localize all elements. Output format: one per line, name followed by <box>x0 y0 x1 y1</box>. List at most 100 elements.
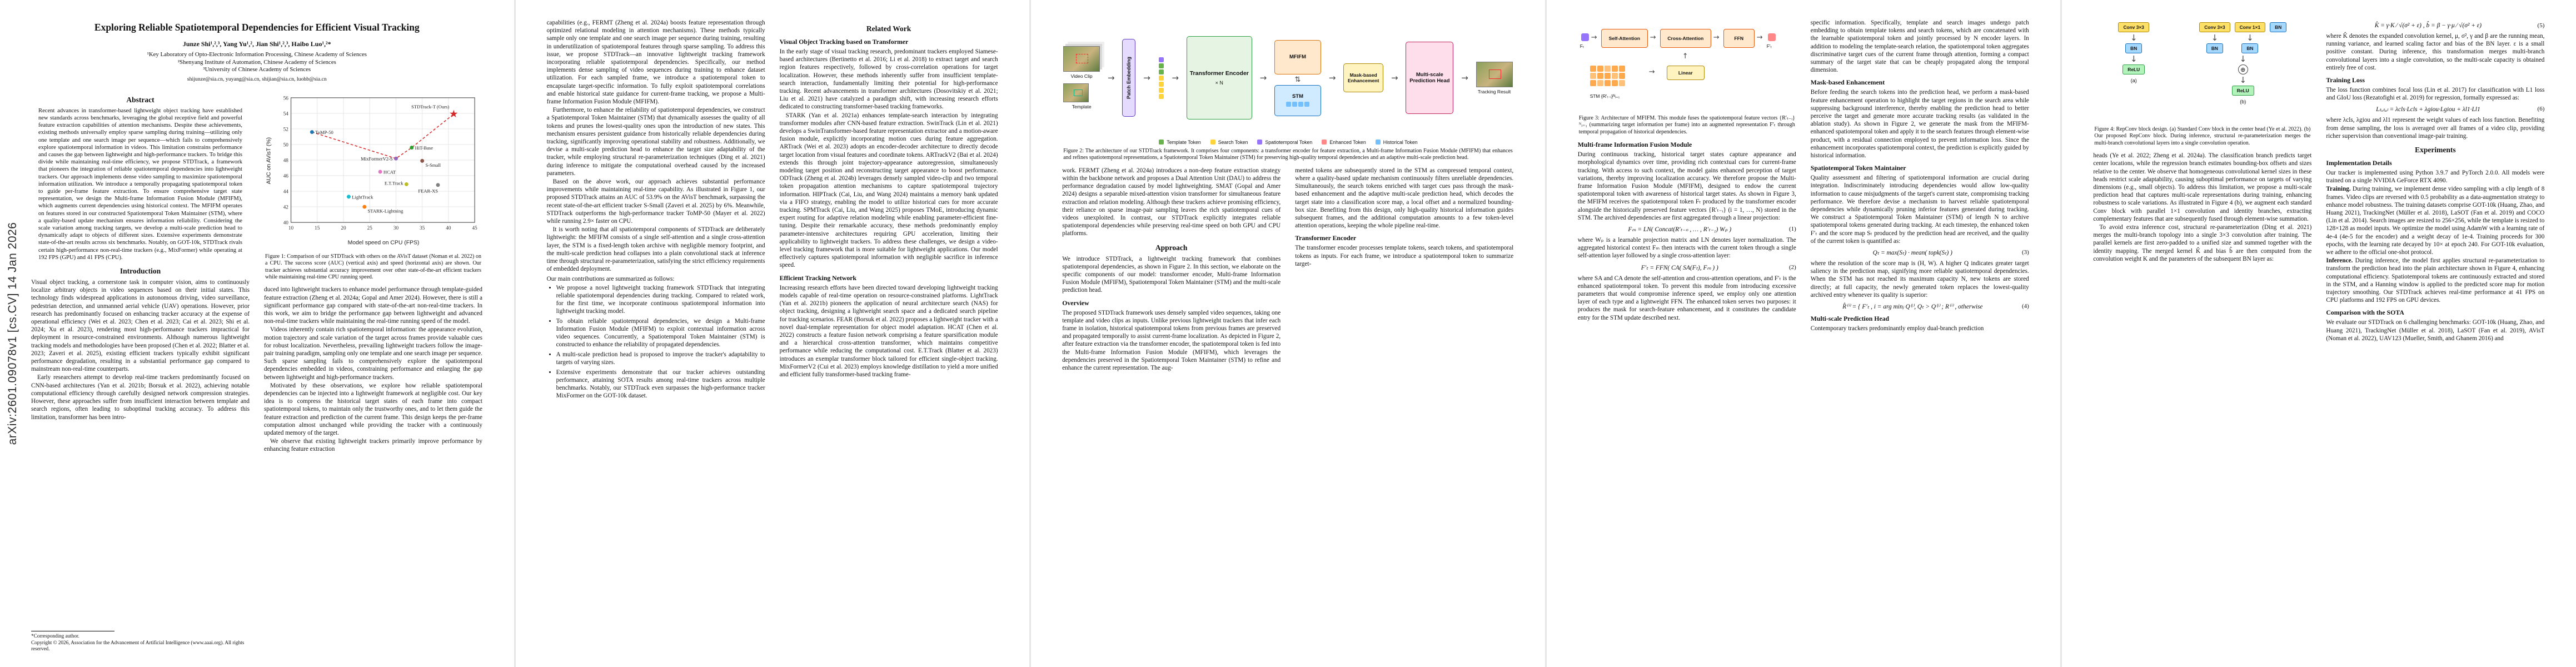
equation-4: R̂⁽ⁱ⁾ = { F′ₜ , i = arg minⱼ Q⁽ʲ⁾, Qₜ > … <box>1811 302 2029 310</box>
svg-text:15: 15 <box>315 225 320 231</box>
paragraph: work. FERMT (Zheng et al. 2024a) introdu… <box>1062 167 1281 237</box>
ffn-box: FFN <box>1723 29 1755 48</box>
paragraph: Inference. During inference, the model f… <box>2326 257 2544 304</box>
arrow-down-icon: ↓ <box>2239 75 2247 85</box>
arrow-down-icon: ↓ <box>2130 33 2137 43</box>
stm-token-row <box>1285 101 1310 107</box>
arrow-down-icon: ↓ <box>2211 33 2219 43</box>
figure2-legend: Template Token Search Token Spatiotempor… <box>1062 139 1514 145</box>
svg-text:ToMP-50: ToMP-50 <box>315 130 333 135</box>
page-5: Conv 3×3 ↓ BN ↓ ReLU (a) Conv 3×3 ↓ BN <box>2062 0 2576 667</box>
bn-box: BN <box>2125 43 2142 53</box>
svg-text:30: 30 <box>393 225 399 231</box>
paper-title: Exploring Reliable Spatiotemporal Depend… <box>94 22 420 33</box>
arrow-right-icon: → <box>1756 33 1763 42</box>
input-frames: Video Clip Template <box>1063 46 1100 109</box>
equation-body: K̂ = γ·K ⁄ √(σ² + ε) , b̂ = β − γ·μ ⁄ √(… <box>2374 22 2482 29</box>
svg-text:25: 25 <box>367 225 373 231</box>
title-block: Exploring Reliable Spatiotemporal Depend… <box>31 21 483 82</box>
equation-5: K̂ = γ·K ⁄ √(σ² + ε) , b̂ = β − γ·μ ⁄ √(… <box>2326 22 2545 29</box>
video-clip-label: Video Clip <box>1070 73 1093 79</box>
contribution-item: To obtain reliable spatiotemporal depend… <box>556 317 765 349</box>
mfifm-box: MFIFM <box>1274 39 1321 74</box>
arrow-right-icon: → <box>1591 33 1597 42</box>
historical-token-icon <box>1298 102 1303 107</box>
paragraph: During continuous tracking, historical t… <box>1577 151 1796 221</box>
svg-text:STDTrack-T (Ours): STDTrack-T (Ours) <box>411 104 449 109</box>
search-bbox <box>1076 54 1089 63</box>
training-runin: Training. <box>2326 186 2351 193</box>
page2-left-column: capabilities (e.g., FERMT (Zheng et al. … <box>547 19 765 402</box>
page5-right-column: K̂ = γ·K ⁄ √(σ² + ε) , b̂ = β − γ·μ ⁄ √(… <box>2326 19 2544 343</box>
panel-b-label: (b) <box>2240 99 2246 104</box>
enhanced-token-icon <box>1322 140 1327 145</box>
subsection-heading: Visual Object Tracking based on Transfor… <box>779 38 909 46</box>
equation-body: Qₜ = max(Sₜ) · mean( topk(Sₜ) ) <box>1872 250 1952 257</box>
svg-text:★: ★ <box>449 108 459 120</box>
paragraph: The proposed STDTrack framework uses den… <box>1062 309 1281 372</box>
equation-number: (1) <box>1788 226 1796 233</box>
equation-body: R̂⁽ⁱ⁾ = { F′ₜ , i = arg minⱼ Q⁽ʲ⁾, Qₜ > … <box>1842 303 1983 311</box>
svg-text:40: 40 <box>446 225 451 231</box>
page3-right-column: mented tokens are subsequently stored in… <box>1295 167 1513 372</box>
cross-attention-box: Cross-Attention <box>1660 29 1711 48</box>
paragraph: It is worth noting that all spatiotempor… <box>546 226 765 273</box>
svg-text:FEAR-XS: FEAR-XS <box>418 188 438 193</box>
figure1-plot: Model speed on CPU (FPS) AUC on AVisT (%… <box>266 95 478 246</box>
subsection-heading: Training Loss <box>2326 76 2365 84</box>
paragraph: Contemporary trackers predominantly empl… <box>1810 325 1984 332</box>
equation-2: F′ₜ = FFN( CA( SA(Fₜ), Fₘ ) ) (2) <box>1578 263 1796 271</box>
panel-a-label: (a) <box>2130 78 2137 83</box>
subsection-heading: Efficient Tracking Network <box>779 273 857 282</box>
legend-label: Enhanced Token <box>1329 139 1366 145</box>
enhanced-token-icon <box>1767 33 1776 41</box>
page1-left-column: Abstract Recent advances in transformer-… <box>31 90 250 651</box>
bn-box: BN <box>2270 22 2287 32</box>
bn-box: BN <box>2206 43 2223 53</box>
subsection-heading: Implementation Details <box>2326 159 2392 167</box>
equation-body: Lₜₒₜₐₗ = λcls·Lcls + λgiou·Lgiou + λl1·L… <box>2376 106 2480 113</box>
output-frame: Tracking Result <box>1476 61 1513 94</box>
affiliation-3: ³University of Chinese Academy of Scienc… <box>203 66 311 73</box>
relu-box: ReLU <box>2231 86 2254 96</box>
arrow-right-icon: → <box>1328 73 1336 83</box>
template-token-icon <box>1159 140 1164 145</box>
spatiotemporal-token-icon <box>1158 57 1164 62</box>
subsection-heading: Multi-scale Prediction Head <box>1810 315 1890 323</box>
stm-label: STM <box>1292 93 1304 99</box>
paragraph: The loss function combines focal loss (L… <box>2326 87 2545 102</box>
page-2: capabilities (e.g., FERMT (Zheng et al. … <box>515 0 1030 667</box>
paragraph: capabilities (e.g., FERMT (Zheng et al. … <box>546 19 765 106</box>
template-token-icon <box>1158 63 1164 68</box>
contribution-item: A multi-scale prediction head is propose… <box>556 351 765 366</box>
svg-text:E.T.Track: E.T.Track <box>385 180 403 186</box>
y-axis-label: AUC on AVisT (%) <box>266 137 272 184</box>
historical-token-icon <box>1304 102 1309 107</box>
affiliation-1: ¹Key Laboratory of Opto-Electronic Infor… <box>147 51 367 58</box>
arrow-down-icon: ↓ <box>2246 33 2254 43</box>
search-token-icon <box>1158 93 1164 99</box>
paragraph: We introduce STDTrack, a lightweight tra… <box>1062 255 1281 294</box>
subsection-heading: Spatiotemporal Token Maintainer <box>1810 164 1906 172</box>
svg-text:42: 42 <box>283 204 289 210</box>
affiliation-2: ²Shenyang Institute of Automation, Chine… <box>177 58 336 66</box>
paragraph: Furthermore, to enhance the reliability … <box>546 107 765 177</box>
paragraph: Visual object tracking, a cornerstone ta… <box>31 279 250 373</box>
stm-box: STM <box>1274 84 1321 116</box>
equation-number: (4) <box>2021 303 2029 310</box>
template-bbox <box>1074 89 1083 96</box>
equation-1: Fₘ = LN( Concat(R′ₜ₋ₙ , … , R′ₜ₋₁) Wₚ ) … <box>1578 225 1796 233</box>
svg-text:35: 35 <box>420 225 425 231</box>
paragraph: We evaluate our STDTrack on 6 challengin… <box>2326 319 2545 342</box>
approach-heading: Approach <box>1155 243 1188 252</box>
historical-token-icon <box>1375 140 1381 145</box>
paragraph: STARK (Yan et al. 2021a) enhances templa… <box>779 112 998 269</box>
abstract-text: Recent advances in transformer-based lig… <box>38 107 242 261</box>
linear-box: Linear <box>1666 66 1705 80</box>
arrow-up-icon: ↑ <box>1682 52 1688 61</box>
search-token-icon <box>1158 81 1164 87</box>
paragraph: During inference, the model first applie… <box>2326 257 2545 304</box>
arrow-right-icon: → <box>1391 73 1398 83</box>
relu-box: ReLU <box>2122 64 2145 74</box>
paragraph: Early researchers attempt to develop rea… <box>31 374 250 421</box>
